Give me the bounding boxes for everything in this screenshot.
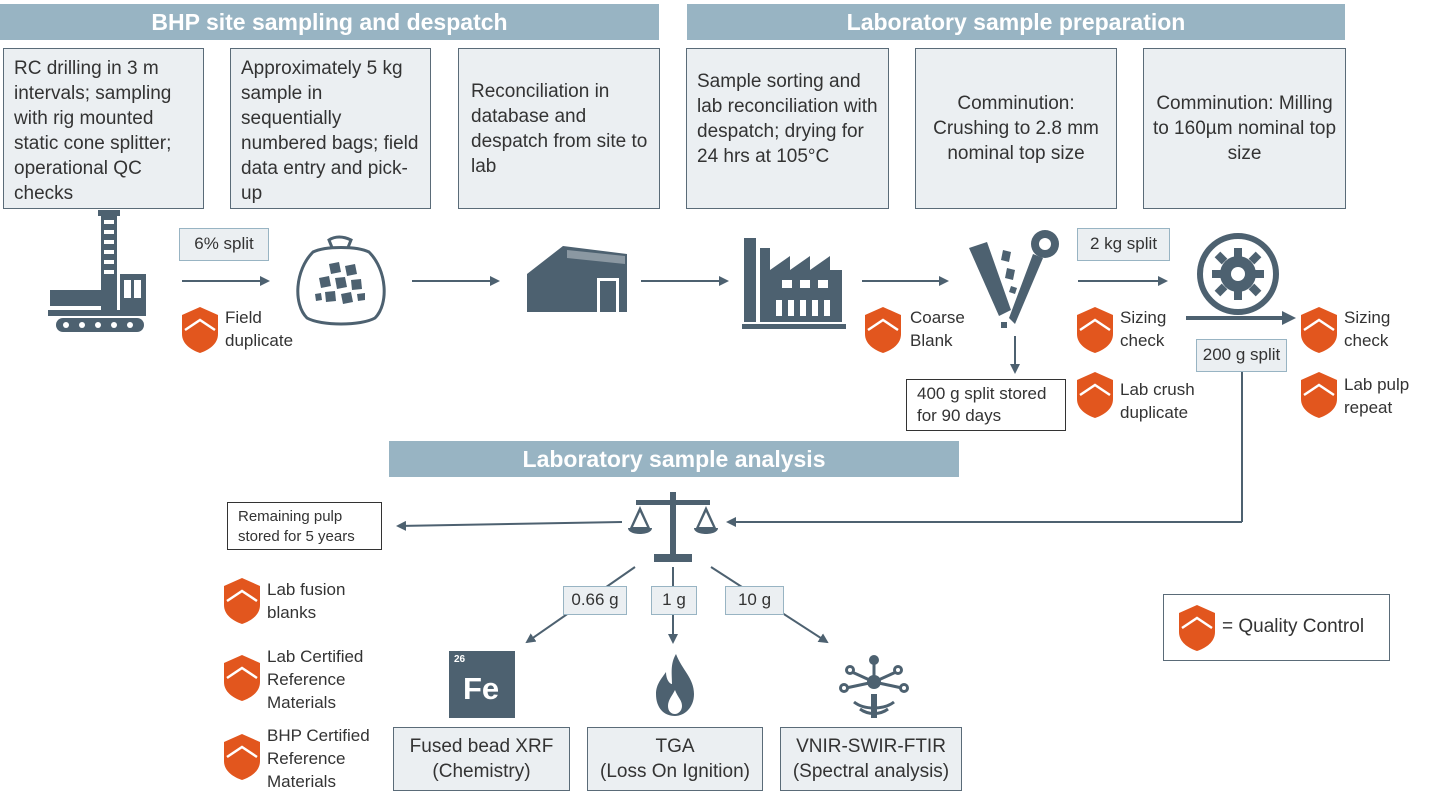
split-tag-6pct: 6% split: [179, 228, 269, 261]
split-tag-10g: 10 g: [725, 586, 784, 615]
warehouse-icon: [527, 246, 627, 312]
shield-icon: [224, 655, 260, 701]
iron-element-icon: 26 Fe: [449, 651, 515, 718]
qc-label-lab-pulp-repeat: Lab pulp repeat: [1344, 375, 1410, 417]
method-tga-title: TGA: [655, 736, 695, 757]
shield-icon: [1301, 372, 1337, 418]
qc-label-lab-crm: Lab Certified Reference Materials: [267, 647, 364, 712]
balance-scale-icon: [628, 492, 718, 562]
method-vnir-subtitle: (Spectral analysis): [792, 761, 950, 782]
shield-icon: [1077, 372, 1113, 418]
step-crushing: Comminution: Crushing to 2.8 mm nominal …: [915, 48, 1117, 209]
method-tga: TGA (Loss On Ignition): [587, 727, 763, 791]
element-number: 26: [454, 654, 466, 665]
qc-label-bhp-crm: BHP Certified Reference Materials: [267, 726, 370, 791]
step-milling: Comminution: Milling to 160µm nominal to…: [1143, 48, 1346, 209]
shield-icon: [1301, 307, 1337, 353]
qc-label-sizing-check-2: Sizing check: [1344, 308, 1391, 350]
crusher-icon: [969, 230, 1059, 328]
storage-remaining-pulp: Remaining pulp stored for 5 years: [227, 502, 382, 550]
method-xrf-title: Fused bead XRF: [409, 736, 554, 757]
method-vnir-title: VNIR-SWIR-FTIR: [796, 736, 946, 757]
mill-gear-icon: [1186, 233, 1296, 325]
factory-icon: [742, 238, 846, 329]
qc-label-field-duplicate: Field duplicate: [225, 308, 294, 350]
qc-label-lab-fusion-blanks: Lab fusion blanks: [267, 580, 346, 622]
step-sample-bags: Approximately 5 kg sample in sequentiall…: [230, 48, 431, 209]
fire-icon: [656, 654, 694, 716]
qc-label-lab-crush-duplicate: Lab crush duplicate: [1120, 380, 1195, 422]
storage-400g: 400 g split stored for 90 days: [906, 379, 1066, 431]
section-banner-site: BHP site sampling and despatch: [0, 4, 659, 40]
drill-rig-icon: [48, 210, 146, 332]
split-tag-066g: 0.66 g: [563, 586, 627, 615]
spectral-network-icon: [839, 655, 909, 718]
step-reconciliation: Reconciliation in database and despatch …: [458, 48, 660, 209]
step-sample-sorting: Sample sorting and lab reconciliation wi…: [686, 48, 889, 209]
shield-icon: [224, 734, 260, 780]
element-symbol: Fe: [463, 671, 500, 706]
split-tag-1g: 1 g: [651, 586, 697, 615]
section-banner-analysis: Laboratory sample analysis: [389, 441, 959, 477]
method-vnir-swir-ftir: VNIR-SWIR-FTIR (Spectral analysis): [780, 727, 962, 791]
method-tga-subtitle: (Loss On Ignition): [600, 761, 750, 782]
section-banner-prep: Laboratory sample preparation: [687, 4, 1345, 40]
shield-icon: [1179, 605, 1215, 651]
method-xrf-subtitle: (Chemistry): [432, 761, 531, 782]
split-tag-2kg: 2 kg split: [1077, 228, 1170, 261]
shield-icon: [865, 307, 901, 353]
qc-label-coarse-blank: Coarse Blank: [910, 308, 965, 350]
shield-icon: [1077, 307, 1113, 353]
step-rc-drilling: RC drilling in 3 m intervals; sampling w…: [3, 48, 204, 209]
method-fused-bead-xrf: Fused bead XRF (Chemistry): [393, 727, 570, 791]
qc-label-sizing-check: Sizing check: [1120, 308, 1167, 350]
shield-icon: [224, 578, 260, 624]
legend: = Quality Control: [1163, 594, 1390, 661]
split-tag-200g: 200 g split: [1196, 339, 1287, 372]
legend-label: = Quality Control: [1222, 616, 1365, 637]
shield-icon: [182, 307, 218, 353]
sample-bag-icon: [296, 235, 386, 326]
